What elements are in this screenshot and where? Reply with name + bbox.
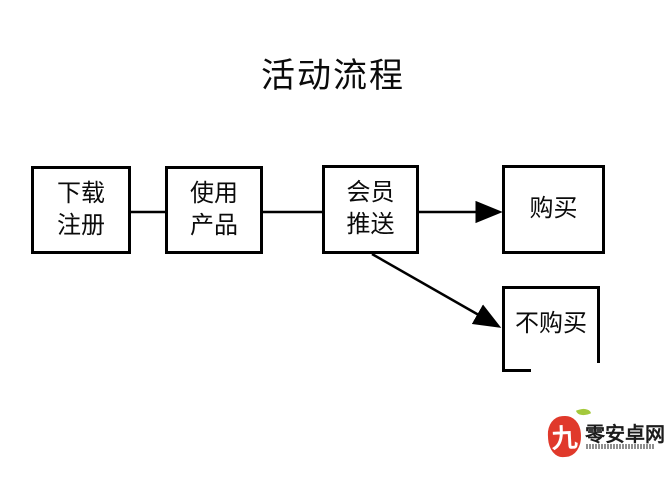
node-text-line: 购买 [529, 194, 578, 222]
node-text-line: 下载 [57, 179, 105, 207]
node-text-line: 不购买 [515, 309, 587, 337]
watermark-site-name: 零安卓网 [585, 424, 665, 446]
node-text-line: 使用 [190, 179, 238, 207]
page-title: 活动流程 [261, 57, 405, 95]
connector-push-to-nobuy-arrow [371, 252, 502, 328]
node-label-no-buy: 不购买 [502, 286, 600, 362]
node-box-buy [502, 165, 605, 254]
node-box-member-push [322, 165, 419, 254]
watermark-seal: 九 [546, 415, 583, 458]
node-box-no-buy [502, 286, 600, 372]
node-label-member-push: 会员 推送 [322, 165, 419, 253]
node-label-download-register: 下载 注册 [31, 166, 131, 254]
node-text-line: 注册 [57, 212, 105, 239]
node-text-line: 推送 [346, 211, 395, 238]
node-label-buy: 购买 [502, 165, 605, 253]
node-text-line: 产品 [190, 212, 238, 239]
node-text-line: 会员 [346, 178, 395, 206]
node-box-download-register [31, 166, 131, 254]
node-label-use-product: 使用 产品 [165, 166, 263, 254]
node-box-use-product [165, 166, 263, 254]
watermark-subtext [586, 444, 654, 449]
